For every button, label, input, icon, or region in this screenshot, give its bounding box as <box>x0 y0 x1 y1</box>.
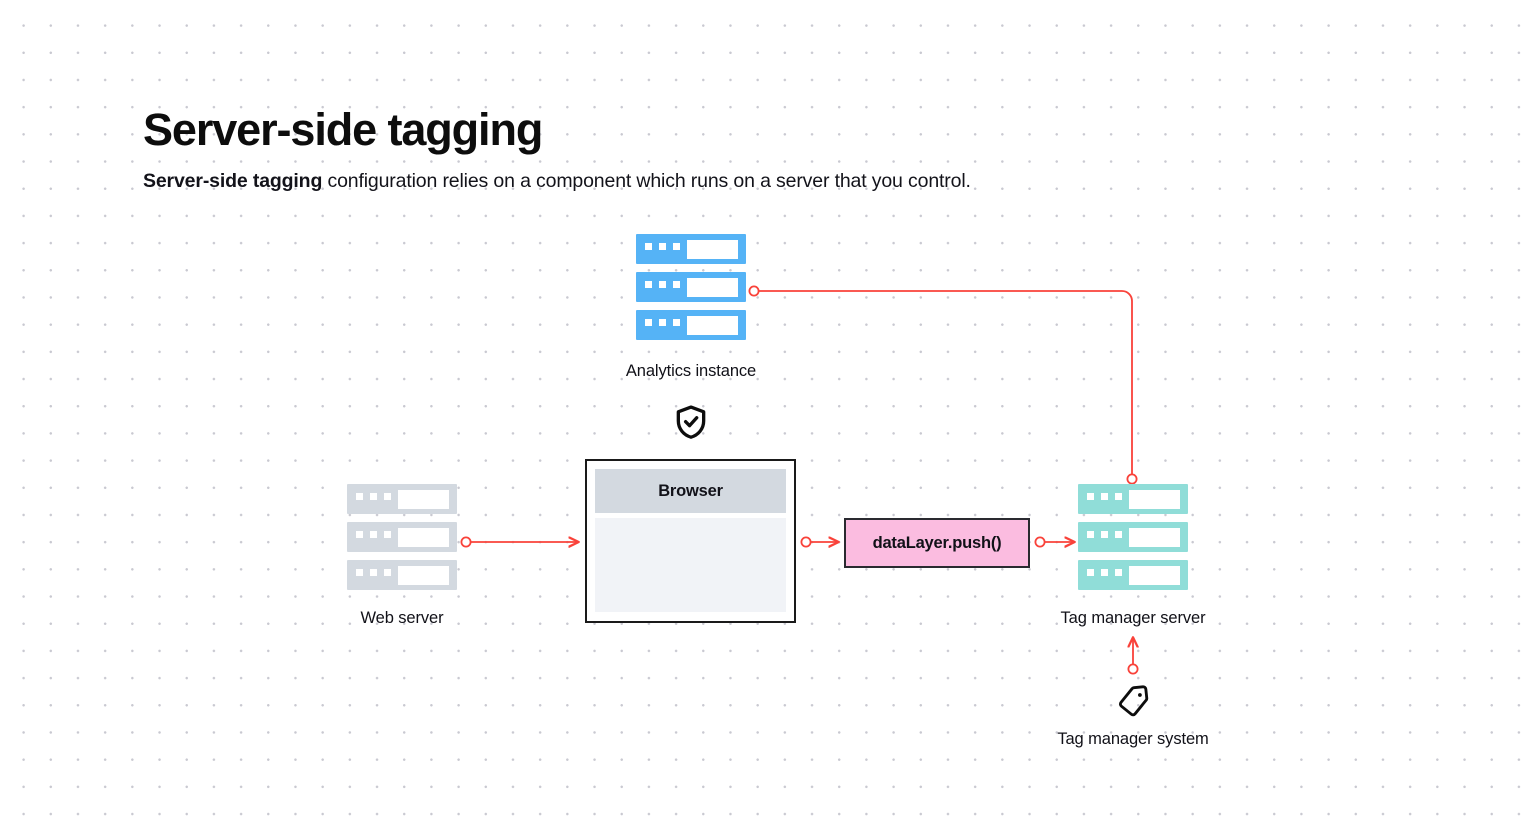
server-rack-icon <box>636 234 746 340</box>
rack-leds <box>356 531 391 538</box>
rack-bar <box>636 310 746 340</box>
rack-leds <box>1087 531 1122 538</box>
connector-tag-system-to-tag-manager-server <box>1128 638 1137 675</box>
rack-leds <box>356 569 391 576</box>
browser-title-label: Browser <box>658 481 723 500</box>
browser-viewport <box>595 518 786 612</box>
rack-screen <box>687 316 738 335</box>
connector-datalayer-to-tag-manager-server <box>1034 537 1074 546</box>
rack-screen <box>398 490 449 509</box>
rack-screen <box>1129 566 1180 585</box>
rack-screen <box>398 528 449 547</box>
node-label-datalayer-push: dataLayer.push() <box>872 533 1002 552</box>
page-subtitle: Server-side tagging configuration relies… <box>143 170 971 193</box>
rack-leds <box>1087 493 1122 500</box>
shield-check-icon <box>672 403 710 446</box>
rack-leds <box>356 493 391 500</box>
page-subtitle-rest: configuration relies on a component whic… <box>322 170 971 192</box>
rack-screen <box>1129 490 1180 509</box>
server-rack-icon <box>347 484 457 590</box>
rack-screen <box>398 566 449 585</box>
connector-web-server-to-browser <box>460 537 578 546</box>
rack-bar <box>636 272 746 302</box>
rack-bar <box>347 522 457 552</box>
page-title: Server-side tagging <box>143 104 543 155</box>
rack-leds <box>1087 569 1122 576</box>
node-label-tag-manager-server: Tag manager server <box>1060 609 1206 627</box>
rack-bar <box>347 560 457 590</box>
tag-icon <box>1115 684 1151 725</box>
server-rack-icon <box>1078 484 1188 590</box>
node-label-web-server: Web server <box>360 609 444 627</box>
browser-title-bar: Browser <box>595 469 786 513</box>
rack-bar <box>1078 522 1188 552</box>
rack-leds <box>645 243 680 250</box>
node-label-analytics-instance: Analytics instance <box>625 362 757 380</box>
rack-screen <box>1129 528 1180 547</box>
connector-analytics-to-tag-manager-server <box>748 285 1138 485</box>
rack-screen <box>687 240 738 259</box>
rack-bar <box>347 484 457 514</box>
node-label-tag-manager-system: Tag manager system <box>1057 730 1209 748</box>
node-datalayer-push[interactable]: dataLayer.push() <box>844 518 1030 568</box>
rack-screen <box>687 278 738 297</box>
node-browser[interactable]: Browser <box>585 459 796 623</box>
page-subtitle-bold: Server-side tagging <box>143 170 323 192</box>
rack-bar <box>1078 560 1188 590</box>
rack-bar <box>1078 484 1188 514</box>
rack-leds <box>645 319 680 326</box>
rack-leds <box>645 281 680 288</box>
connector-browser-to-datalayer <box>800 537 838 546</box>
rack-bar <box>636 234 746 264</box>
